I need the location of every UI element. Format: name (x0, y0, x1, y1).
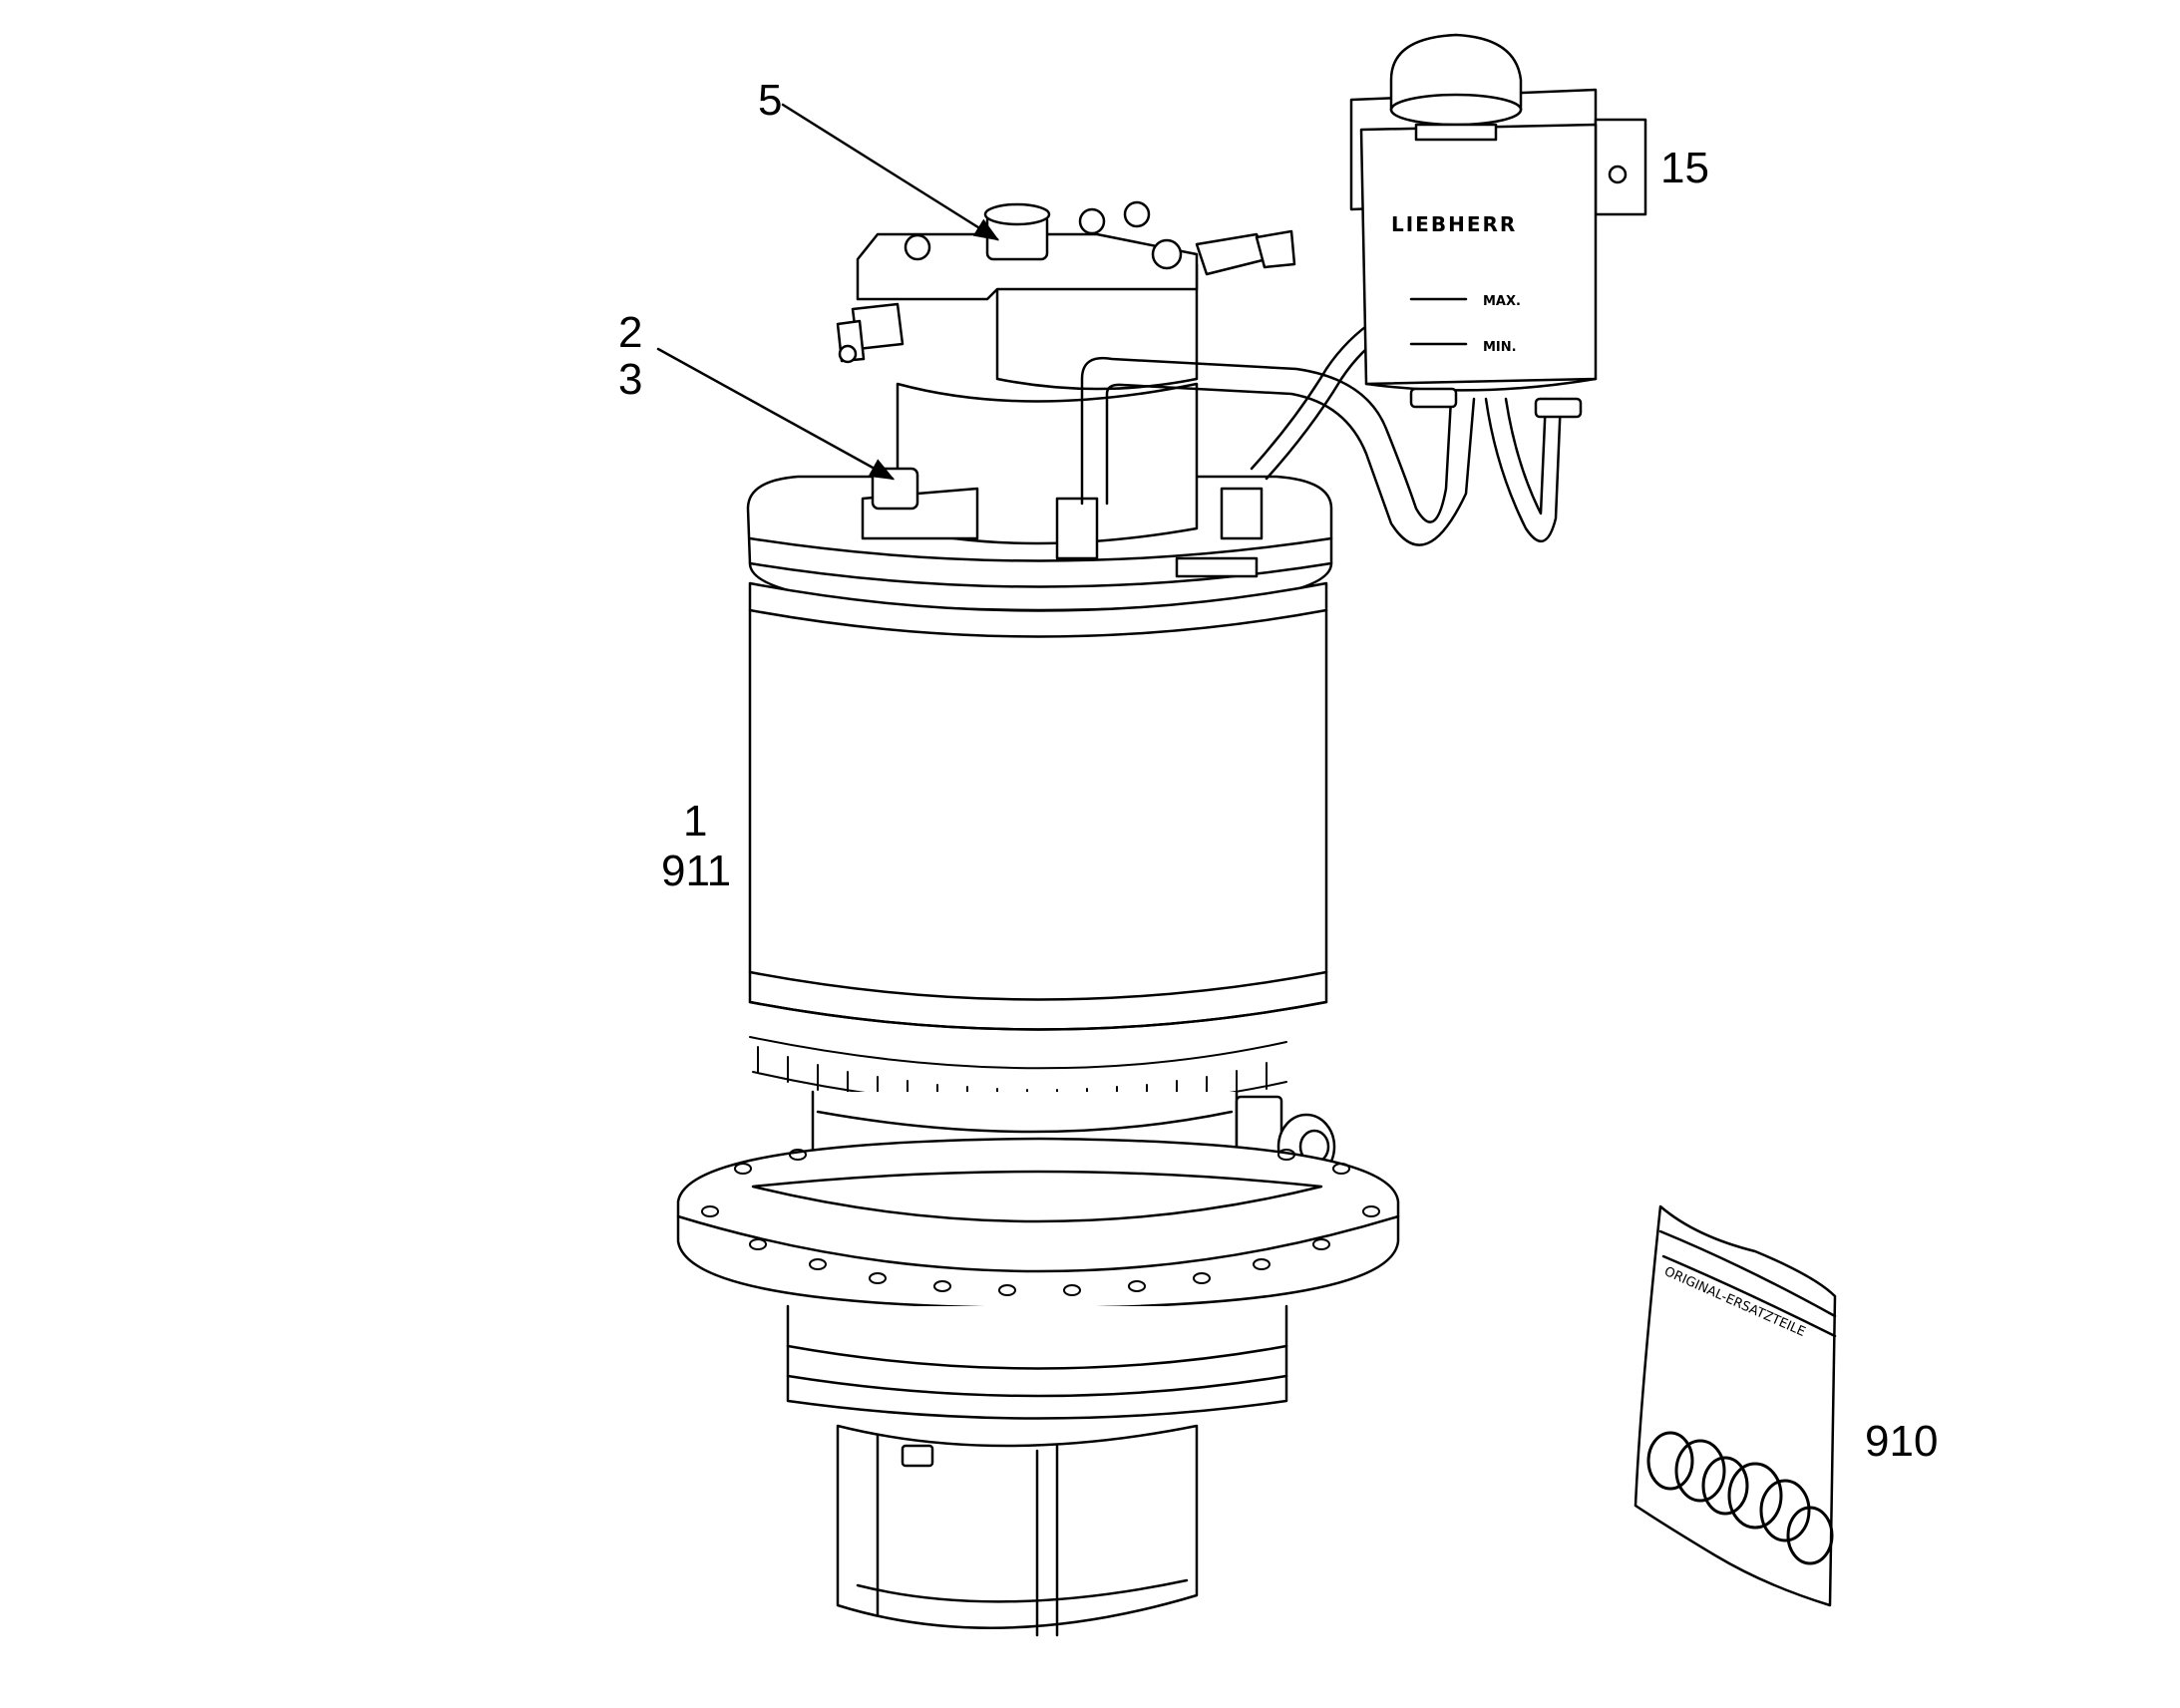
gearbox-assembly (676, 475, 1400, 1637)
callout-15: 15 (1660, 144, 1709, 192)
callout-910: 910 (1865, 1417, 1938, 1466)
hoses (1080, 317, 1563, 546)
flange-holes (701, 1149, 1380, 1296)
reservoir-max-label: MAX. (1483, 294, 1521, 309)
leader-2-3 (656, 347, 896, 481)
seal-kit-bag (1634, 1204, 1837, 1607)
callout-3: 3 (618, 355, 642, 404)
callout-1: 1 (683, 797, 707, 846)
leader-lines (656, 103, 1000, 481)
o-rings (1646, 1431, 1834, 1565)
reservoir-min-label: MIN. (1483, 340, 1517, 355)
reservoir-brand: LIEBHERR (1391, 212, 1517, 236)
mounting-flange (676, 1137, 1400, 1310)
pinion-housing (786, 1304, 1288, 1420)
main-drum (748, 581, 1328, 1031)
pinion (836, 1424, 1199, 1629)
callout-5: 5 (758, 76, 782, 125)
callout-911: 911 (661, 847, 731, 895)
leader-5 (781, 103, 1000, 241)
oil-reservoir (1349, 33, 1647, 419)
callout-2: 2 (618, 308, 642, 357)
